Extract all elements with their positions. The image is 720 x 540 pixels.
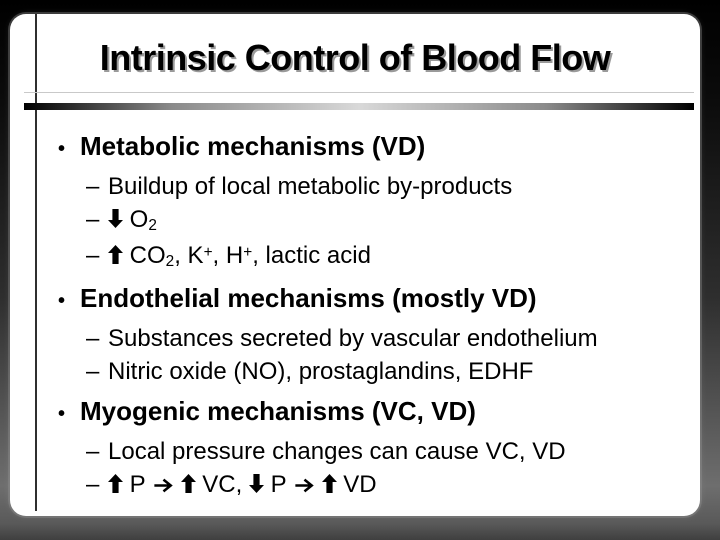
subscript-text: 2 bbox=[165, 253, 175, 271]
right-arrow-icon bbox=[295, 478, 314, 493]
sub-bullet-text: O2 bbox=[108, 206, 157, 235]
sub-bullet: –Nitric oxide (NO), prostaglandins, EDHF bbox=[10, 355, 696, 388]
sub-bullet-group: –Substances secreted by vascular endothe… bbox=[10, 322, 696, 388]
sub-bullet-text: Local pressure changes can cause VC, VD bbox=[108, 438, 566, 465]
dash-marker-icon: – bbox=[86, 173, 100, 200]
right-arrow-icon bbox=[154, 478, 173, 493]
up-arrow-icon bbox=[108, 474, 123, 493]
heading-label: Endothelial mechanisms (mostly VD) bbox=[80, 283, 537, 313]
bullet-heading: • Endothelial mechanisms (mostly VD) bbox=[10, 283, 696, 316]
bullet-marker-icon: • bbox=[58, 138, 66, 160]
sub-bullet: –Substances secreted by vascular endothe… bbox=[10, 322, 696, 355]
slide-panel: Intrinsic Control of Blood Flow • Metabol… bbox=[10, 14, 700, 516]
bullet-heading: • Myogenic mechanisms (VC, VD) bbox=[10, 396, 696, 429]
down-arrow-icon bbox=[108, 209, 123, 228]
sub-bullet-text: P VC, P VD bbox=[108, 471, 377, 498]
bullet-list: •Metabolic mechanisms (VD)–Buildup of lo… bbox=[10, 126, 696, 501]
bullet-marker-icon: • bbox=[58, 403, 66, 425]
dash-marker-icon: – bbox=[86, 471, 100, 498]
sub-bullet: –Local pressure changes can cause VC, VD bbox=[10, 435, 696, 468]
dash-marker-icon: – bbox=[86, 206, 100, 233]
sub-bullet-text: Nitric oxide (NO), prostaglandins, EDHF bbox=[108, 358, 534, 385]
heading-label: Metabolic mechanisms (VD) bbox=[80, 131, 426, 161]
sub-bullet: – CO2, K+, H+, lactic acid bbox=[10, 239, 696, 275]
up-arrow-icon bbox=[108, 245, 123, 264]
sub-bullet: – P VC, P VD bbox=[10, 468, 696, 501]
sub-bullet-text: Buildup of local metabolic by-products bbox=[108, 173, 513, 200]
up-arrow-icon bbox=[180, 474, 196, 493]
superscript-text: + bbox=[243, 243, 253, 261]
dash-marker-icon: – bbox=[86, 242, 100, 269]
sub-bullet-text: CO2, K+, H+, lactic acid bbox=[108, 242, 371, 271]
dash-marker-icon: – bbox=[86, 358, 100, 385]
dash-marker-icon: – bbox=[86, 438, 100, 465]
sub-bullet: –Buildup of local metabolic by-products bbox=[10, 170, 696, 203]
sub-bullet-text: Substances secreted by vascular endothel… bbox=[108, 325, 598, 352]
superscript-text: + bbox=[203, 243, 213, 261]
down-arrow-icon bbox=[248, 474, 264, 493]
title-underline-bar bbox=[24, 103, 694, 110]
title-underline-faint bbox=[24, 92, 694, 93]
subscript-text: 2 bbox=[148, 217, 157, 235]
sub-bullet: – O2 bbox=[10, 203, 696, 239]
slide-title: Intrinsic Control of Blood Flow bbox=[99, 37, 611, 78]
heading-label: Myogenic mechanisms (VC, VD) bbox=[80, 396, 476, 426]
bullet-heading: • Metabolic mechanisms (VD) bbox=[10, 131, 696, 164]
left-vertical-rule bbox=[35, 14, 37, 511]
sub-bullet-group: –Buildup of local metabolic by-products–… bbox=[10, 170, 696, 275]
sub-bullet-group: –Local pressure changes can cause VC, VD… bbox=[10, 435, 696, 501]
up-arrow-icon bbox=[321, 474, 337, 493]
bullet-marker-icon: • bbox=[58, 290, 66, 312]
dash-marker-icon: – bbox=[86, 325, 100, 352]
